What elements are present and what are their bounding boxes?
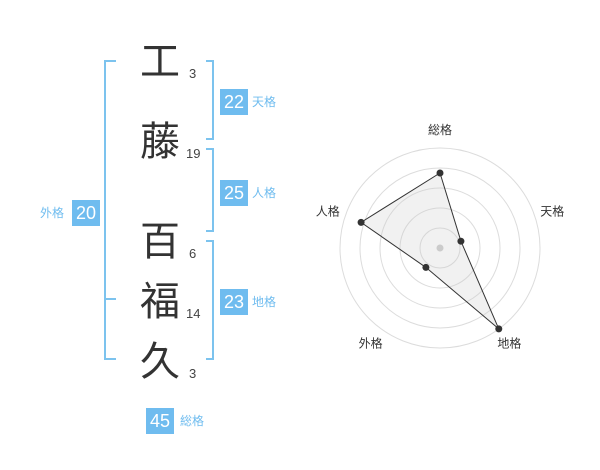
- chikaku-value: 23: [220, 289, 248, 315]
- stroke-count-5: 3: [189, 366, 197, 381]
- radar-ring-5: [339, 147, 541, 349]
- stroke-count-2: 19: [186, 146, 201, 161]
- tenkaku-bracket: [206, 60, 214, 140]
- radar-point-1: [457, 237, 465, 245]
- radar-point-2: [495, 325, 503, 333]
- radar-ring-2: [399, 207, 481, 289]
- jinkaku-bracket: [206, 148, 214, 232]
- chikaku-bracket: [206, 240, 214, 360]
- jinkaku-label: 人格: [252, 186, 277, 200]
- radar-center-dot: [436, 244, 444, 252]
- chikaku-label: 地格: [252, 295, 277, 309]
- radar-point-3: [422, 263, 430, 271]
- radar-axis-label-3: 外格: [359, 335, 383, 350]
- stroke-count-1: 3: [189, 66, 197, 81]
- tenkaku-value: 22: [220, 89, 248, 115]
- radar-axis-label-4: 人格: [316, 204, 340, 219]
- name-char-4: 福: [140, 279, 180, 325]
- gaikaku-label: 外格: [40, 206, 65, 220]
- radar-point-0: [436, 169, 444, 177]
- tenkaku-label: 天格: [252, 95, 277, 109]
- radar-axis-label-2: 地格: [497, 335, 521, 350]
- gaikaku-bracket-divider: [106, 298, 116, 300]
- soukaku-value: 45: [146, 408, 174, 434]
- radar-point-4: [357, 218, 365, 226]
- gaikaku-value: 20: [72, 200, 100, 226]
- radar-ring-1: [419, 227, 461, 269]
- radar-polygon: [360, 172, 500, 330]
- name-char-3: 百: [140, 219, 180, 265]
- stroke-count-4: 14: [186, 306, 201, 321]
- gaikaku-bracket: [104, 60, 116, 360]
- jinkaku-value: 25: [220, 180, 248, 206]
- name-char-1: 工: [140, 39, 180, 85]
- radar-axis-label-0: 総格: [428, 122, 452, 137]
- name-char-5: 久: [140, 339, 180, 385]
- name-char-2: 藤: [140, 119, 180, 165]
- radar-ring-4: [359, 167, 521, 329]
- radar-ring-3: [379, 187, 501, 309]
- stroke-count-3: 6: [189, 246, 197, 261]
- radar-axis-label-1: 天格: [540, 204, 564, 219]
- soukaku-label: 総格: [180, 414, 205, 428]
